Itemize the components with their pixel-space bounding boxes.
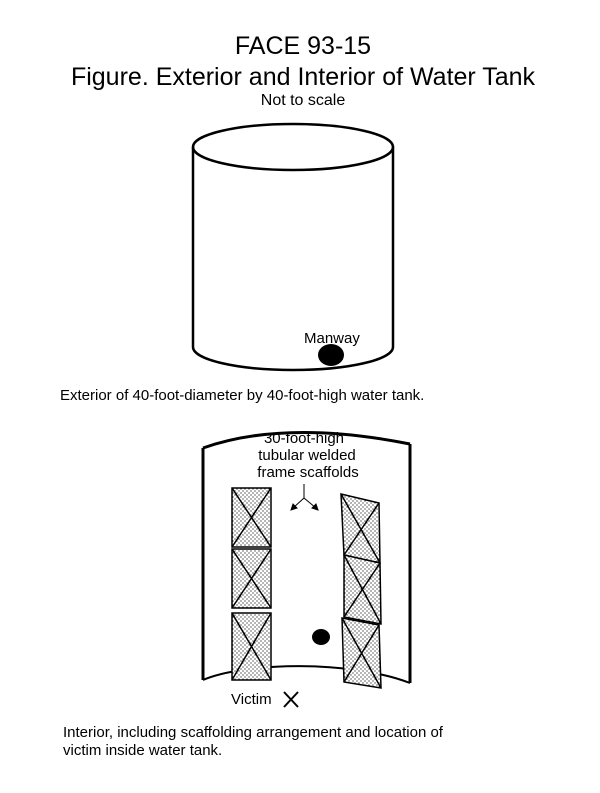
figure-title: Figure. Exterior and Interior of Water T…	[70, 63, 536, 91]
scale-note: Not to scale	[260, 92, 346, 109]
exterior-caption: Exterior of 40-foot-diameter by 40-foot-…	[60, 387, 425, 404]
interior-caption-line-2: victim inside water tank.	[63, 742, 223, 759]
interior-floor	[202, 665, 411, 684]
document-id: FACE 93-15	[234, 32, 372, 60]
right-scaffold-stack	[340, 493, 382, 689]
manway-label: Manway	[304, 330, 360, 347]
exterior-tank	[191, 122, 395, 372]
scaffold-label-line-1: 30-foot-high	[264, 430, 344, 447]
interior-top-wall	[202, 430, 411, 450]
interior-caption-line-1: Interior, including scaffolding arrangem…	[63, 724, 443, 741]
victim-label: Victim	[231, 691, 272, 708]
tank-bottom-rim	[191, 346, 395, 372]
interior-manway	[312, 629, 330, 645]
scaffold-label-line-2: tubular welded	[258, 447, 356, 464]
scaffold-label-line-3: frame scaffolds	[257, 464, 358, 481]
scaffold-pointer-arrows	[290, 484, 319, 511]
tank-top-rim	[191, 122, 395, 172]
victim-x-marker	[283, 691, 299, 708]
interior-tank	[201, 430, 412, 684]
left-scaffold-stack	[231, 487, 272, 681]
manway-hole	[318, 344, 344, 366]
